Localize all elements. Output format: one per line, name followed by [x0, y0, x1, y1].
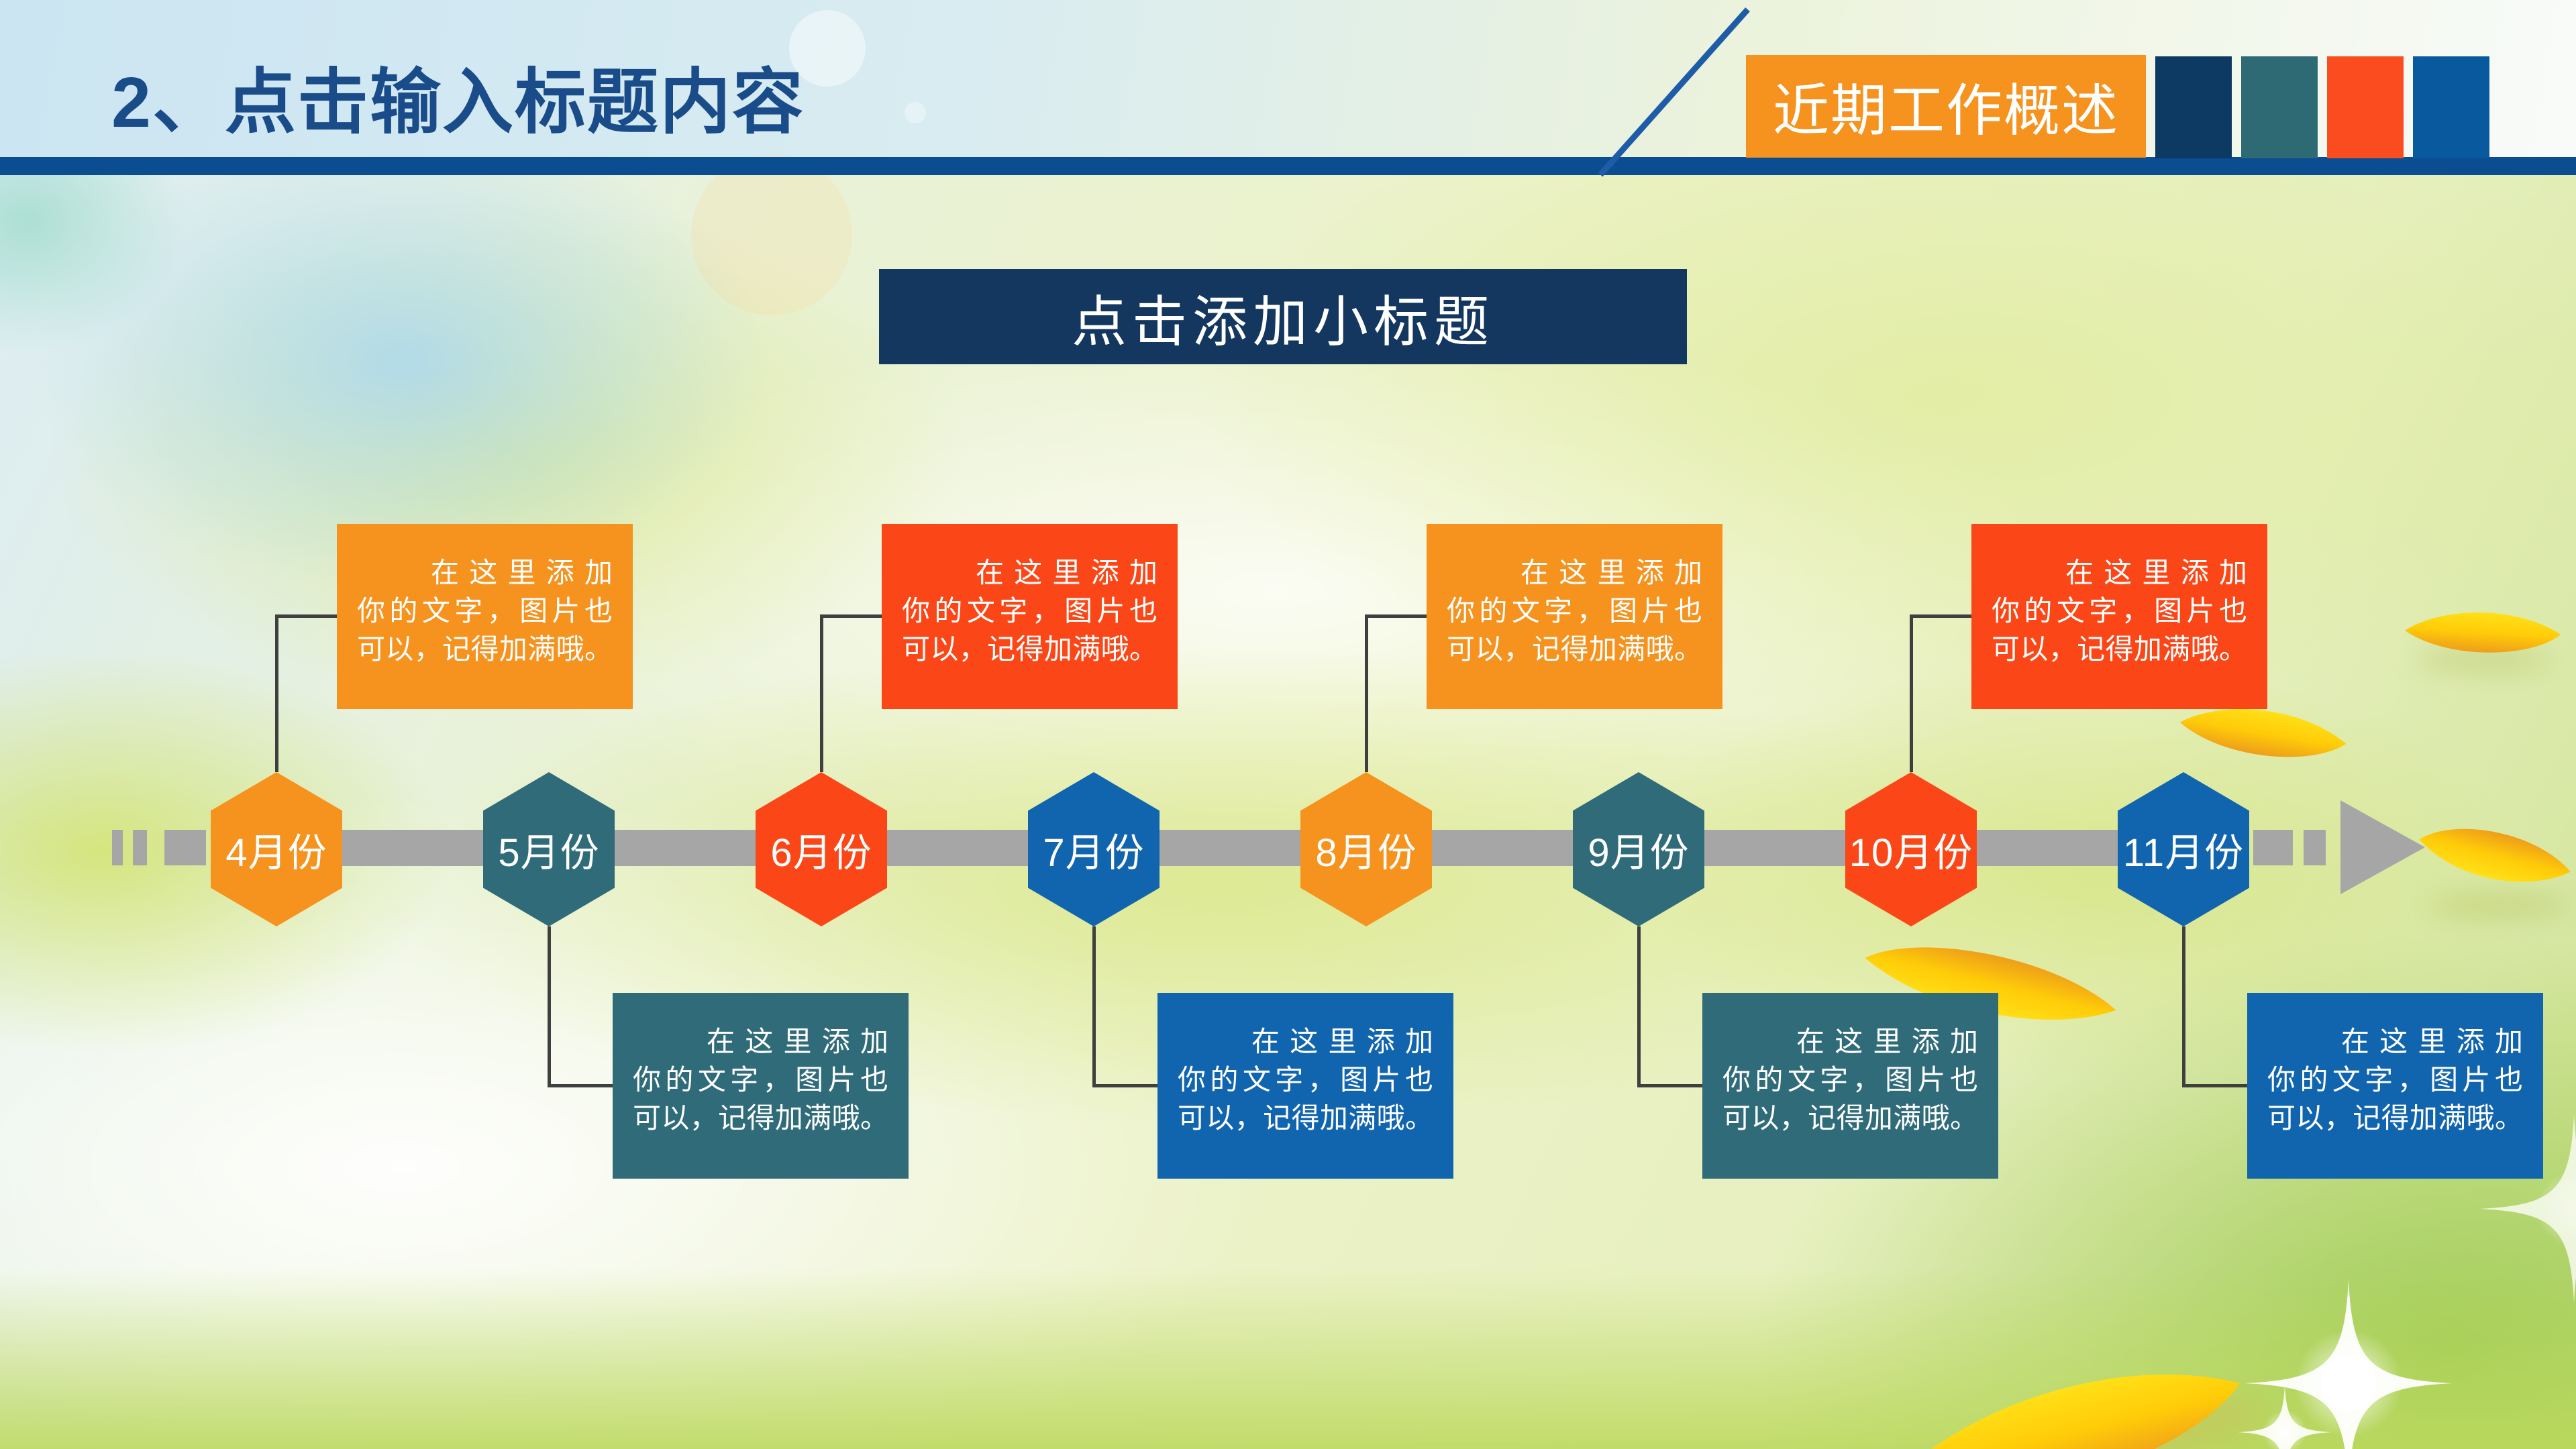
callout-text-line: 可以，记得加满哦。 — [1992, 633, 2247, 665]
palette-square-blue — [2413, 56, 2489, 158]
slide-title[interactable]: 2、点击输入标题内容 — [111, 63, 805, 142]
timeline-dash — [112, 830, 123, 865]
month-label: 8月份 — [1315, 831, 1417, 875]
palette-square-orange — [2327, 56, 2404, 158]
petal-shadow — [2429, 892, 2570, 919]
callout-box-september[interactable]: 在 这 里 添 加 你的文字，图片也 可以，记得加满哦。 — [1702, 993, 1998, 1179]
callout-text-line: 你的文字，图片也 — [2267, 1064, 2523, 1095]
callout-box-august[interactable]: 在 这 里 添 加 你的文字，图片也 可以，记得加满哦。 — [1427, 524, 1722, 709]
sparkle-star-icon — [2245, 1279, 2453, 1449]
callout-box-april[interactable]: 在 这 里 添 加 你的文字，图片也 可以，记得加满哦。 — [337, 524, 633, 709]
callout-text-line: 在 这 里 添 加 — [1521, 557, 1702, 588]
callout-text-line: 在 这 里 添 加 — [976, 557, 1157, 588]
callout-text-line: 你的文字，图片也 — [902, 595, 1157, 627]
callout-text-line: 你的文字，图片也 — [1178, 1064, 1433, 1095]
timeline-hexagon-april[interactable]: 4月份 — [211, 772, 342, 926]
bokeh-circle — [789, 10, 866, 87]
timeline-hexagon-august[interactable]: 8月份 — [1300, 772, 1432, 926]
timeline-hexagon-november[interactable]: 11月份 — [2118, 772, 2249, 926]
timeline-hexagon-october[interactable]: 10月份 — [1845, 772, 1977, 926]
callout-text-line: 在 这 里 添 加 — [2065, 557, 2247, 588]
timeline-hexagon-june[interactable]: 6月份 — [756, 772, 887, 926]
connector-line — [548, 1084, 614, 1087]
callout-text-line: 在 这 里 添 加 — [2341, 1026, 2523, 1057]
callout-text-line: 你的文字，图片也 — [1722, 1064, 1978, 1095]
callout-text-line: 可以，记得加满哦。 — [633, 1102, 888, 1134]
timeline-hexagon-july[interactable]: 7月份 — [1028, 772, 1160, 926]
connector-line — [275, 614, 338, 618]
connector-line — [1910, 614, 1973, 618]
callout-text-line: 可以，记得加满哦。 — [1722, 1102, 1978, 1134]
callout-box-june[interactable]: 在 这 里 添 加 你的文字，图片也 可以，记得加满哦。 — [882, 524, 1178, 709]
timeline-hexagon-september[interactable]: 9月份 — [1573, 772, 1704, 926]
callout-text-line: 可以，记得加满哦。 — [357, 633, 613, 665]
connector-line — [1910, 614, 1913, 772]
connector-line — [1092, 1084, 1159, 1087]
timeline-dash — [2253, 830, 2293, 865]
callout-text-line: 在 这 里 添 加 — [707, 1026, 888, 1057]
header-band-background — [0, 0, 2576, 161]
timeline-dash — [133, 830, 147, 865]
palette-square-teal — [2241, 56, 2318, 158]
connector-line — [2182, 926, 2185, 1087]
section-tag-label: 近期工作概述 — [1772, 79, 2119, 142]
callout-text-line: 你的文字，图片也 — [1992, 595, 2247, 627]
month-label: 6月份 — [770, 831, 872, 875]
sparkle-star-icon — [2479, 1114, 2576, 1303]
callout-text-line: 在 这 里 添 加 — [1251, 1026, 1433, 1057]
sunflower-petal — [1865, 947, 2116, 1020]
connector-line — [1365, 614, 1428, 618]
sunflower-petal — [1891, 1375, 2240, 1449]
connector-line — [2182, 1084, 2249, 1087]
timeline-dash — [164, 830, 206, 865]
header-divider-bar — [0, 157, 2576, 175]
connector-line — [1092, 926, 1096, 1087]
callout-box-november[interactable]: 在 这 里 添 加 你的文字，图片也 可以，记得加满哦。 — [2247, 993, 2543, 1179]
month-label: 7月份 — [1043, 831, 1145, 875]
callout-box-october[interactable]: 在 这 里 添 加 你的文字，图片也 可以，记得加满哦。 — [1971, 524, 2267, 709]
sparkle-star-icon — [2237, 1385, 2332, 1449]
callout-box-may[interactable]: 在 这 里 添 加 你的文字，图片也 可以，记得加满哦。 — [613, 993, 909, 1179]
connector-line — [1365, 614, 1368, 772]
timeline-dash — [2304, 830, 2326, 865]
sunflower-petal — [2179, 709, 2347, 757]
connector-line — [275, 614, 278, 772]
month-label: 5月份 — [498, 831, 600, 875]
bokeh-circle — [691, 154, 852, 315]
palette-square-navy — [2155, 56, 2232, 158]
connector-line — [1637, 926, 1641, 1087]
month-label: 4月份 — [225, 831, 327, 875]
callout-text-line: 在 这 里 添 加 — [1796, 1026, 1978, 1057]
callout-text-line: 在 这 里 添 加 — [431, 557, 613, 588]
subtitle-label: 点击添加小标题 — [1071, 291, 1494, 353]
callout-text-line: 你的文字，图片也 — [1447, 595, 1702, 627]
callout-text-line: 可以，记得加满哦。 — [1178, 1102, 1433, 1134]
sunflower-petal — [2419, 828, 2571, 882]
sunflower-petal — [2405, 612, 2561, 653]
callout-text-line: 可以，记得加满哦。 — [1447, 633, 1702, 665]
callout-text-line: 可以，记得加满哦。 — [2267, 1102, 2523, 1134]
connector-line — [820, 614, 883, 618]
connector-line — [1637, 1084, 1704, 1087]
month-label: 11月份 — [2122, 831, 2245, 875]
month-label: 9月份 — [1588, 831, 1690, 875]
callout-text-line: 你的文字，图片也 — [357, 595, 613, 627]
section-tag[interactable]: 近期工作概述 — [1746, 55, 2146, 158]
connector-line — [548, 926, 551, 1087]
callout-text-line: 可以，记得加满哦。 — [902, 633, 1157, 665]
month-label: 10月份 — [1849, 831, 1973, 875]
connector-line — [820, 614, 823, 772]
bokeh-circle — [905, 102, 926, 123]
callout-box-july[interactable]: 在 这 里 添 加 你的文字，图片也 可以，记得加满哦。 — [1157, 993, 1453, 1179]
callout-text-line: 你的文字，图片也 — [633, 1064, 888, 1095]
subtitle-box[interactable]: 点击添加小标题 — [879, 269, 1687, 364]
timeline-hexagon-may[interactable]: 5月份 — [483, 772, 615, 926]
